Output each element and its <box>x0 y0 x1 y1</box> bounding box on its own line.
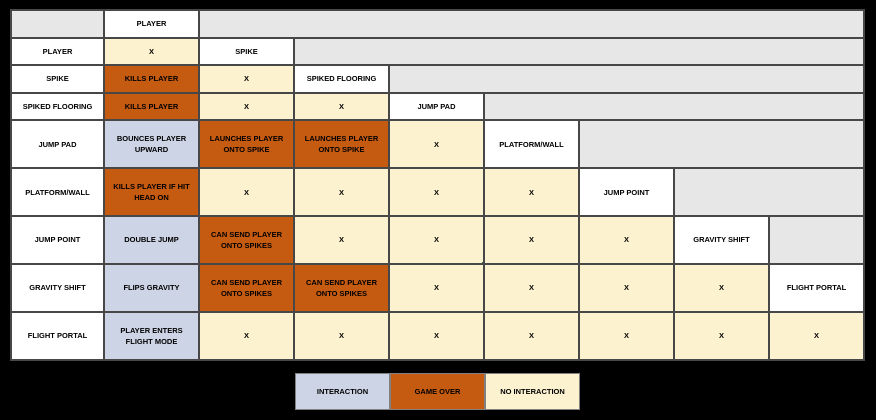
row-header-jump-point[interactable]: JUMP POINT <box>10 215 105 266</box>
matrix-cell-flight-portal-x-spiked-flooring[interactable]: X <box>293 311 390 361</box>
matrix-cell-flight-portal-x-jump-point[interactable]: X <box>578 311 675 361</box>
matrix-cell-flight-portal-x-gravity-shift[interactable]: X <box>673 311 770 361</box>
row-header-flight-portal[interactable]: FLIGHT PORTAL <box>10 311 105 361</box>
matrix-cell-platform-wall-x-jump-pad[interactable]: X <box>388 167 485 218</box>
selection-fill-handle[interactable] <box>482 262 484 264</box>
empty-region <box>577 119 866 170</box>
matrix-cell-platform-wall-x-player[interactable]: KILLS PLAYER IF HIT HEAD ON <box>103 167 200 218</box>
empty-region <box>482 91 866 122</box>
row-header-gravity-shift[interactable]: GRAVITY SHIFT <box>10 263 105 313</box>
matrix-cell-jump-point-x-spiked-flooring[interactable]: X <box>293 215 390 266</box>
empty-region <box>292 36 866 67</box>
column-header-gravity-shift[interactable]: GRAVITY SHIFT <box>673 215 770 266</box>
matrix-cell-jump-point-x-platform-wall[interactable]: X <box>483 215 580 266</box>
row-header-spike[interactable]: SPIKE <box>10 64 105 94</box>
matrix-cell-spike-x-player[interactable]: KILLS PLAYER <box>103 64 200 94</box>
matrix-cell-jump-point-x-player[interactable]: DOUBLE JUMP <box>103 215 200 266</box>
column-header-flight-portal[interactable]: FLIGHT PORTAL <box>767 263 866 313</box>
matrix-cell-gravity-shift-x-jump-point[interactable]: X <box>578 263 675 313</box>
matrix-cell-jump-point-x-spike[interactable]: CAN SEND PLAYER ONTO SPIKES <box>198 215 295 266</box>
empty-region <box>197 9 866 39</box>
corner-cell <box>10 9 105 39</box>
legend-item-no-interaction[interactable]: NO INTERACTION <box>485 373 580 410</box>
matrix-cell-jump-pad-x-jump-pad[interactable]: X <box>388 119 485 170</box>
matrix-cell-jump-pad-x-spike[interactable]: LAUNCHES PLAYER ONTO SPIKE <box>198 119 295 170</box>
legend-item-interaction[interactable]: INTERACTION <box>295 373 390 410</box>
matrix-cell-spiked-flooring-x-spike[interactable]: X <box>198 91 295 122</box>
empty-region <box>672 167 866 218</box>
column-header-spiked-flooring[interactable]: SPIKED FLOORING <box>293 64 390 94</box>
matrix-cell-flight-portal-x-platform-wall[interactable]: X <box>483 311 580 361</box>
matrix-cell-spiked-flooring-x-player[interactable]: KILLS PLAYER <box>103 91 200 122</box>
column-header-platform-wall[interactable]: PLATFORM/WALL <box>483 119 580 170</box>
matrix-cell-jump-pad-x-player[interactable]: BOUNCES PLAYER UPWARD <box>103 119 200 170</box>
matrix-cell-gravity-shift-x-player[interactable]: FLIPS GRAVITY <box>103 263 200 313</box>
matrix-cell-gravity-shift-x-jump-pad[interactable]: X <box>388 263 485 313</box>
matrix-cell-platform-wall-x-platform-wall[interactable]: X <box>483 167 580 218</box>
legend-item-game-over[interactable]: GAME OVER <box>390 373 485 410</box>
legend: INTERACTION GAME OVER NO INTERACTION <box>295 373 580 410</box>
matrix-cell-jump-point-x-jump-point[interactable]: X <box>578 215 675 266</box>
matrix-cell-flight-portal-x-player[interactable]: PLAYER ENTERS FLIGHT MODE <box>103 311 200 361</box>
cell-selection-outline <box>391 218 482 263</box>
matrix-cell-jump-point-x-jump-pad[interactable]: X <box>388 215 485 266</box>
column-header-spike[interactable]: SPIKE <box>198 36 295 67</box>
matrix-cell-player-x-player[interactable]: X <box>103 36 200 67</box>
matrix-cell-gravity-shift-x-gravity-shift[interactable]: X <box>673 263 770 313</box>
matrix-cell-jump-pad-x-spiked-flooring[interactable]: LAUNCHES PLAYER ONTO SPIKE <box>293 119 390 170</box>
matrix-cell-spike-x-spike[interactable]: X <box>198 64 295 94</box>
matrix-cell-flight-portal-x-spike[interactable]: X <box>198 311 295 361</box>
column-header-jump-point[interactable]: JUMP POINT <box>578 167 675 218</box>
matrix-cell-gravity-shift-x-platform-wall[interactable]: X <box>483 263 580 313</box>
row-header-spiked-flooring[interactable]: SPIKED FLOORING <box>10 91 105 122</box>
matrix-cell-gravity-shift-x-spike[interactable]: CAN SEND PLAYER ONTO SPIKES <box>198 263 295 313</box>
matrix-cell-platform-wall-x-spike[interactable]: X <box>198 167 295 218</box>
matrix-cell-spiked-flooring-x-spiked-flooring[interactable]: X <box>293 91 390 122</box>
empty-region <box>387 64 866 94</box>
column-header-jump-pad[interactable]: JUMP PAD <box>388 91 485 122</box>
row-header-player[interactable]: PLAYER <box>10 36 105 67</box>
matrix-cell-gravity-shift-x-spiked-flooring[interactable]: CAN SEND PLAYER ONTO SPIKES <box>293 263 390 313</box>
column-header-player[interactable]: PLAYER <box>103 9 200 39</box>
matrix-cell-flight-portal-x-jump-pad[interactable]: X <box>388 311 485 361</box>
empty-region <box>767 215 866 266</box>
row-header-jump-pad[interactable]: JUMP PAD <box>10 119 105 170</box>
matrix-cell-flight-portal-x-flight-portal[interactable]: X <box>767 311 866 361</box>
matrix-cell-platform-wall-x-spiked-flooring[interactable]: X <box>293 167 390 218</box>
row-header-platform-wall[interactable]: PLATFORM/WALL <box>10 167 105 218</box>
